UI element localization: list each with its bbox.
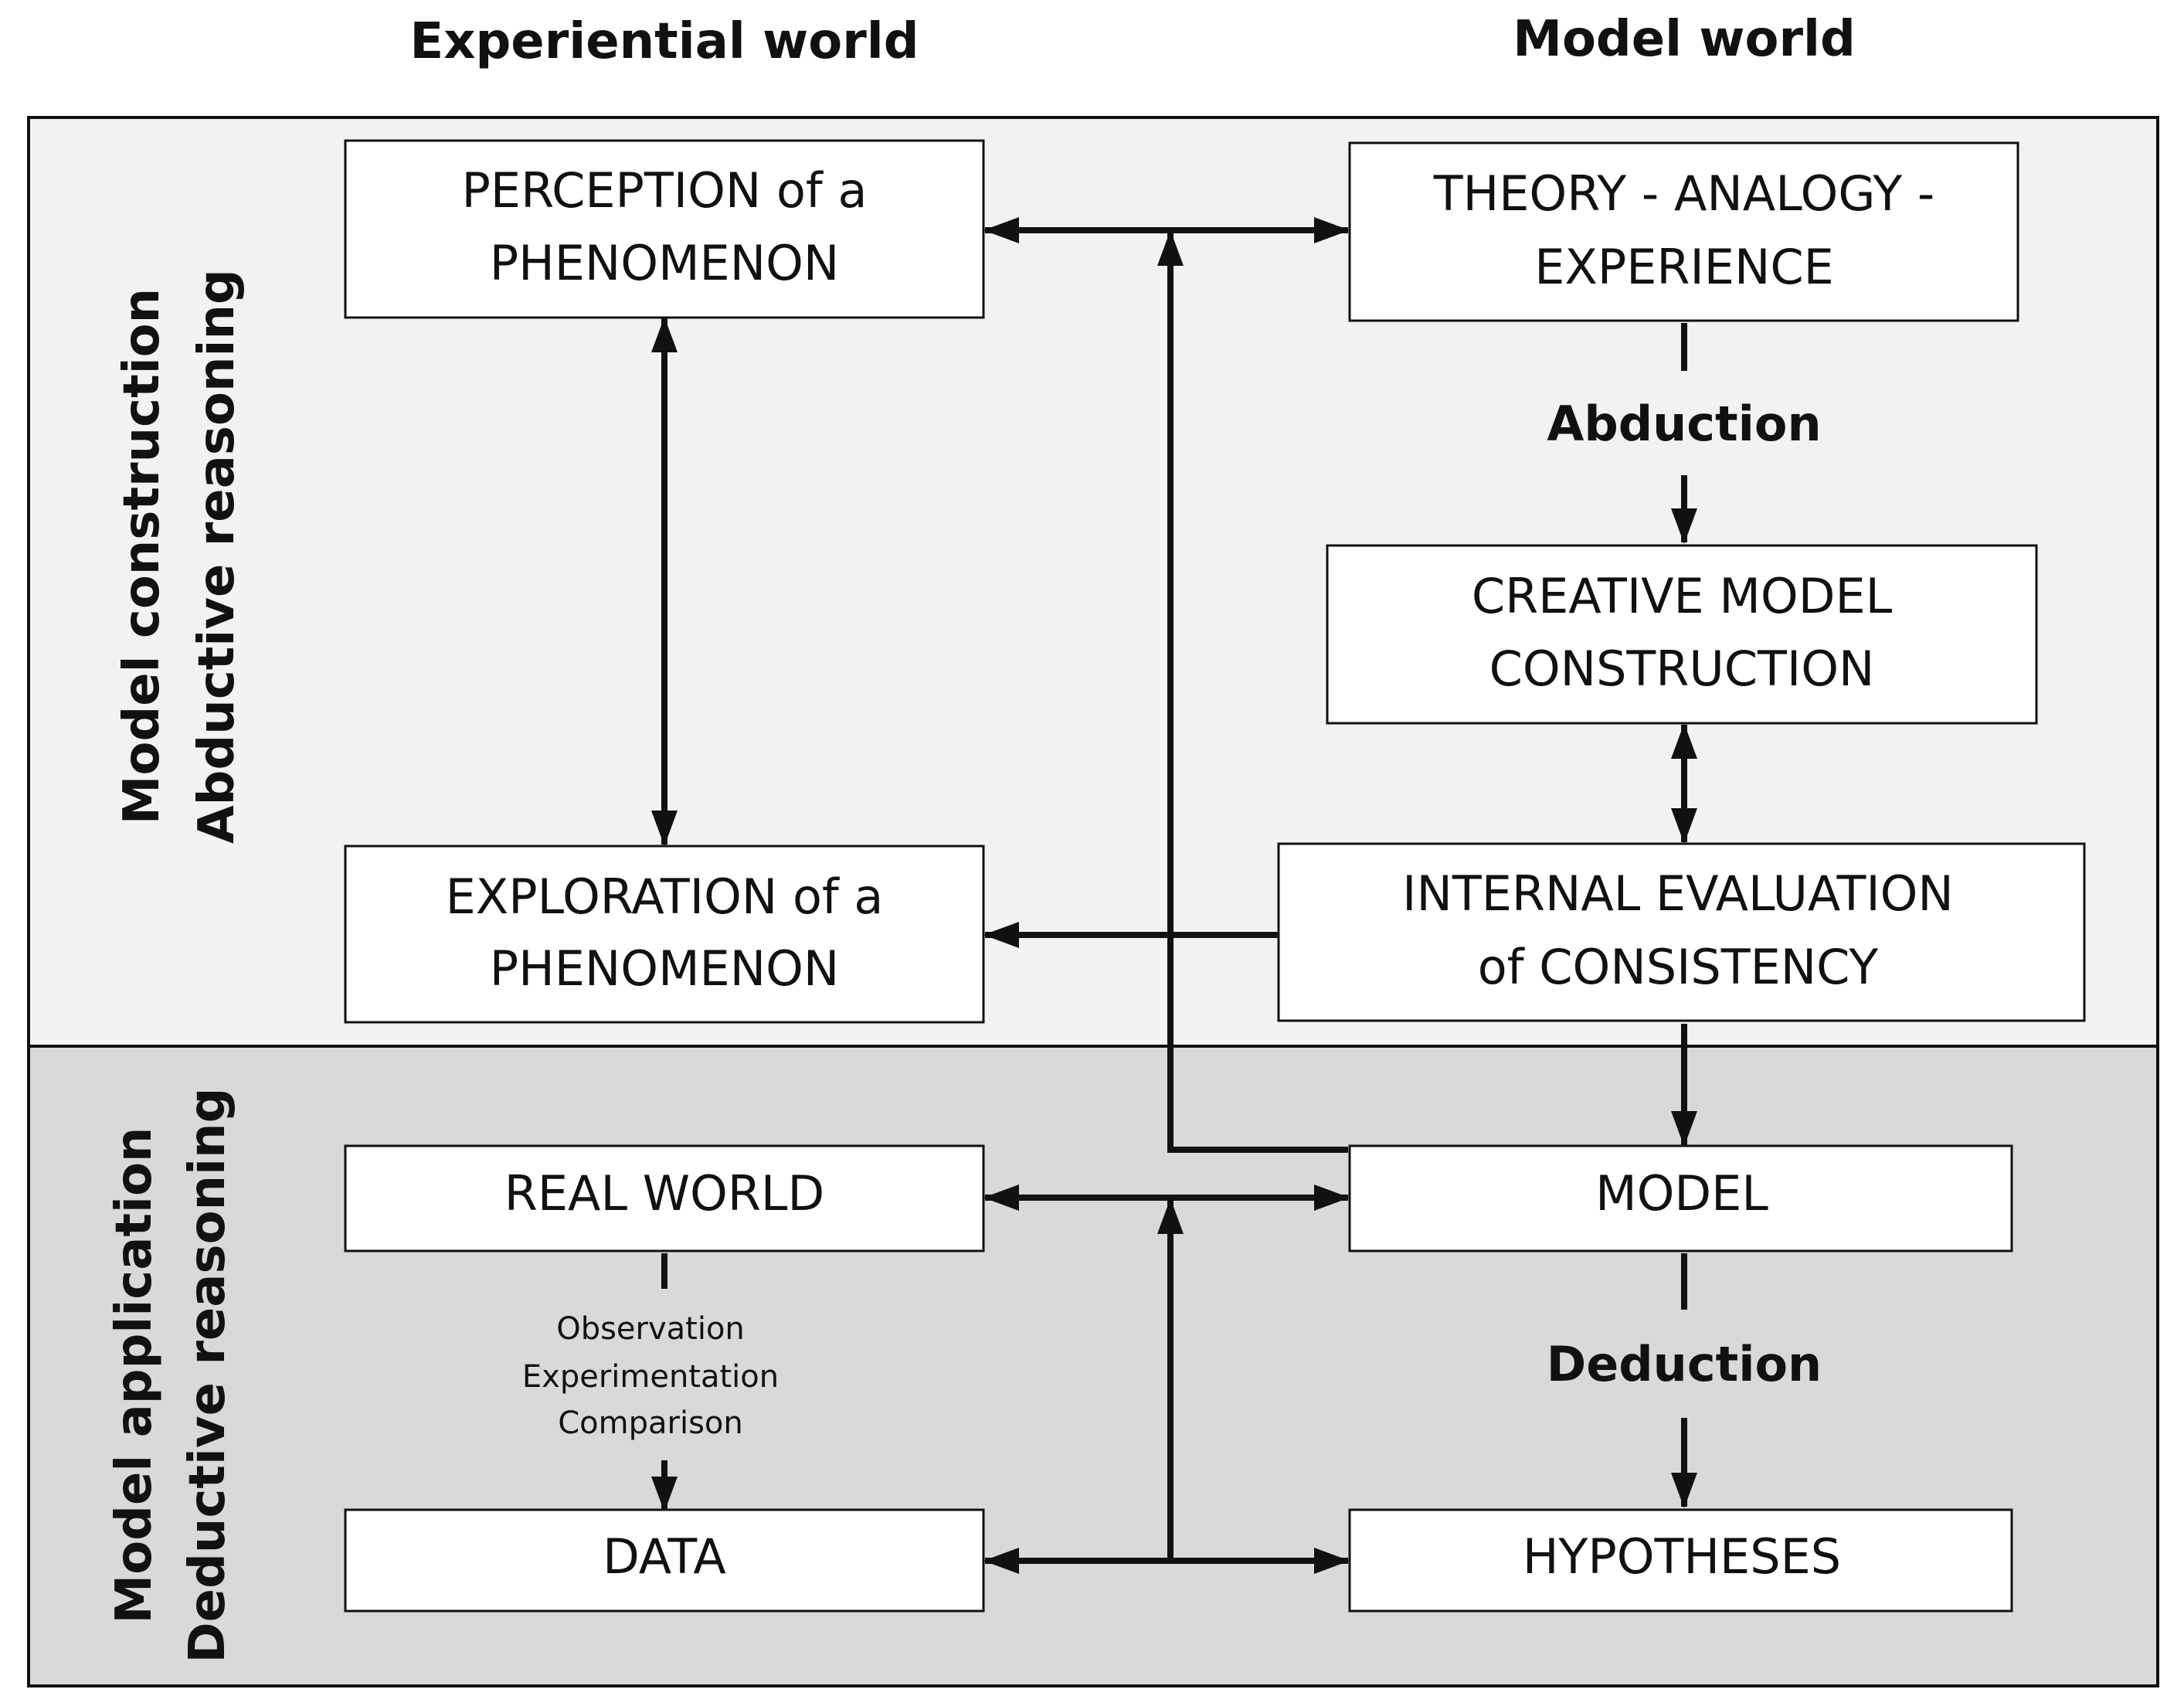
evaluation-line1: INTERNAL EVALUATION <box>1402 865 1954 922</box>
perception-line2: PHENOMENON <box>490 235 840 291</box>
experimentation-label: Experimentation <box>522 1359 779 1395</box>
model-application-label: Model application <box>106 1127 163 1624</box>
perception-line1: PERCEPTION of a <box>462 162 868 219</box>
evaluation-box: INTERNAL EVALUATION of CONSISTENCY <box>1277 842 2086 1022</box>
real-world-text: REAL WORLD <box>504 1165 824 1222</box>
theory-line1: THEORY - ANALOGY - <box>1433 165 1935 222</box>
evaluation-line2: of CONSISTENCY <box>1478 939 1879 995</box>
model-text: MODEL <box>1595 1165 1768 1222</box>
model-world-header: Model world <box>1513 11 1856 68</box>
creative-line1: CREATIVE MODEL <box>1472 568 1893 624</box>
experiential-world-header: Experiential world <box>409 13 919 70</box>
data-text: DATA <box>603 1528 726 1585</box>
observation-label: Observation <box>556 1311 745 1347</box>
exploration-box: EXPLORATION of a PHENOMENON <box>344 845 985 1024</box>
model-feedback-arrow <box>1157 230 1348 1153</box>
model-box: MODEL <box>1348 1144 2013 1252</box>
model-construction-label: Model construction <box>114 288 171 824</box>
data-box: DATA <box>344 1508 985 1613</box>
theory-box: THEORY - ANALOGY - EXPERIENCE <box>1348 141 2019 322</box>
theory-line2: EXPERIENCE <box>1534 239 1834 295</box>
comparison-label: Comparison <box>558 1405 743 1441</box>
perception-box: PERCEPTION of a PHENOMENON <box>344 139 985 319</box>
abductive-reasoning-label: Abductive reasoning <box>189 269 246 844</box>
real-world-box: REAL WORLD <box>344 1144 985 1252</box>
hypotheses-text: HYPOTHESES <box>1523 1528 1841 1585</box>
deduction-label: Deduction <box>1547 1336 1822 1392</box>
abduction-label: Abduction <box>1547 396 1821 452</box>
exploration-line1: EXPLORATION of a <box>446 868 884 925</box>
hypotheses-box: HYPOTHESES <box>1348 1508 2013 1613</box>
deductive-reasoning-label: Deductive reasoning <box>179 1088 236 1664</box>
exploration-line2: PHENOMENON <box>490 940 840 997</box>
creative-line2: CONSTRUCTION <box>1489 641 1875 697</box>
creative-box: CREATIVE MODEL CONSTRUCTION <box>1326 544 2038 725</box>
